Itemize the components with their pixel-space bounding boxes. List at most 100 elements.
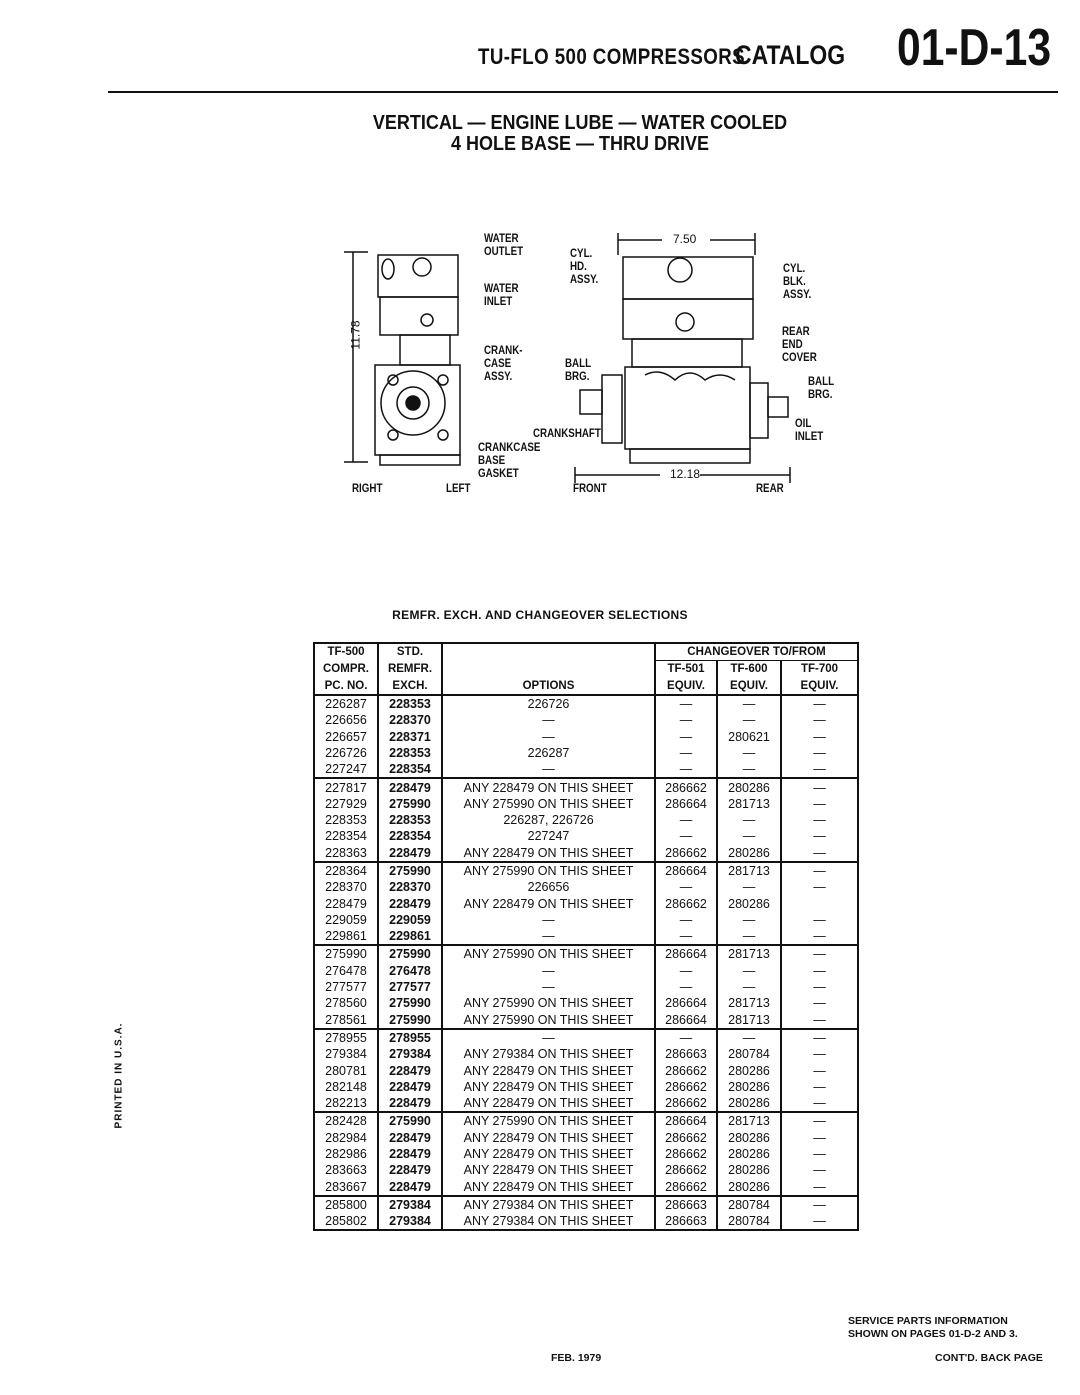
cell-options: — bbox=[441, 962, 656, 979]
cell-tf700-equiv: — bbox=[780, 1095, 859, 1113]
cell-compr-pc-no: 227817 bbox=[313, 777, 379, 796]
cell-tf501-equiv: 286664 bbox=[654, 944, 718, 963]
header-blank bbox=[441, 642, 656, 661]
cell-tf700-equiv: — bbox=[780, 744, 859, 762]
cell-tf501-equiv: — bbox=[654, 1027, 718, 1047]
cell-options: 226726 bbox=[441, 694, 656, 713]
cell-options: ANY 228479 ON THIS SHEET bbox=[441, 1062, 656, 1079]
header-equiv-600: EQUIV. bbox=[716, 677, 782, 696]
cell-options: ANY 228479 ON THIS SHEET bbox=[441, 895, 656, 912]
cell-tf600-equiv: 280286 bbox=[716, 1178, 782, 1196]
cell-tf501-equiv: 286662 bbox=[654, 1078, 718, 1096]
cell-options: — bbox=[441, 1027, 656, 1047]
cell-tf501-equiv: 286662 bbox=[654, 1178, 718, 1196]
cell-tf700-equiv: — bbox=[780, 860, 859, 880]
cell-tf700-equiv: — bbox=[780, 761, 859, 779]
cell-compr-pc-no: 228370 bbox=[313, 879, 379, 896]
front-view-drawing bbox=[574, 233, 791, 483]
cell-tf501-equiv: 286662 bbox=[654, 1129, 718, 1146]
label-crankshaft: CRANKSHAFT bbox=[533, 428, 601, 440]
cell-tf700-equiv: — bbox=[780, 1011, 859, 1029]
cell-compr-pc-no: 282148 bbox=[313, 1078, 379, 1096]
cell-tf700-equiv: — bbox=[780, 712, 859, 729]
subtitle-line-2: 4 HOLE BASE — THRU DRIVE bbox=[450, 133, 710, 155]
cell-tf600-equiv: — bbox=[716, 1027, 782, 1047]
cell-compr-pc-no: 226657 bbox=[313, 728, 379, 745]
catalog-number: 01-D-13 bbox=[897, 19, 1052, 77]
cell-remfr-exch: 275990 bbox=[377, 1011, 443, 1029]
label-right: RIGHT bbox=[352, 483, 383, 495]
cell-compr-pc-no: 283663 bbox=[313, 1162, 379, 1179]
header-tf500: TF-500 bbox=[313, 642, 379, 661]
cell-compr-pc-no: 228364 bbox=[313, 860, 379, 880]
cell-tf700-equiv: — bbox=[780, 1078, 859, 1096]
cell-tf700-equiv: — bbox=[780, 995, 859, 1012]
cell-tf501-equiv: 286664 bbox=[654, 860, 718, 880]
cell-compr-pc-no: 227929 bbox=[313, 795, 379, 812]
cell-tf600-equiv: 280286 bbox=[716, 895, 782, 912]
cell-compr-pc-no: 282213 bbox=[313, 1095, 379, 1113]
cell-tf600-equiv: — bbox=[716, 712, 782, 729]
subtitle-line-1: VERTICAL — ENGINE LUBE — WATER COOLED bbox=[372, 112, 788, 134]
label-water-inlet: WATER INLET bbox=[484, 283, 519, 308]
footer-date: FEB. 1979 bbox=[551, 1352, 602, 1364]
cell-remfr-exch: 228479 bbox=[377, 844, 443, 862]
cell-tf501-equiv: 286663 bbox=[654, 1194, 718, 1214]
header-tf501: TF-501 bbox=[654, 660, 718, 678]
cell-remfr-exch: 228479 bbox=[377, 1062, 443, 1079]
cell-tf700-equiv: — bbox=[780, 978, 859, 996]
header-tf700: TF-700 bbox=[780, 660, 859, 678]
cell-tf501-equiv: — bbox=[654, 879, 718, 896]
cell-compr-pc-no: 282986 bbox=[313, 1145, 379, 1163]
height-dimension: 11.78 bbox=[348, 320, 363, 350]
label-crankcase-base-gasket: CRANKCASE BASE GASKET bbox=[478, 442, 541, 480]
header-blank bbox=[441, 660, 656, 678]
cell-remfr-exch: 228479 bbox=[377, 1178, 443, 1196]
cell-tf600-equiv: 280286 bbox=[716, 1062, 782, 1079]
cell-tf501-equiv: — bbox=[654, 744, 718, 762]
cell-tf600-equiv: — bbox=[716, 761, 782, 779]
cell-remfr-exch: 275990 bbox=[377, 944, 443, 963]
header-equiv-700: EQUIV. bbox=[780, 677, 859, 696]
cell-tf600-equiv: 281713 bbox=[716, 860, 782, 880]
cell-tf700-equiv: — bbox=[780, 1062, 859, 1079]
cell-remfr-exch: 228479 bbox=[377, 1162, 443, 1179]
cell-tf501-equiv: 286662 bbox=[654, 895, 718, 912]
cell-tf501-equiv: 286662 bbox=[654, 1162, 718, 1179]
cell-options: ANY 275990 ON THIS SHEET bbox=[441, 1111, 656, 1130]
cell-tf501-equiv: — bbox=[654, 712, 718, 729]
cell-remfr-exch: 279384 bbox=[377, 1213, 443, 1232]
footer-contd: CONT'D. BACK PAGE bbox=[935, 1352, 1043, 1364]
cell-tf700-equiv: — bbox=[780, 728, 859, 745]
cell-tf501-equiv: 286662 bbox=[654, 1062, 718, 1079]
cell-tf700-equiv: — bbox=[780, 944, 859, 963]
cell-tf501-equiv: 286662 bbox=[654, 1145, 718, 1163]
cell-tf600-equiv: — bbox=[716, 879, 782, 896]
label-ball-brg-rear: BALL BRG. bbox=[808, 376, 834, 401]
cell-compr-pc-no: 280781 bbox=[313, 1062, 379, 1079]
catalog-label: CATALOG bbox=[735, 40, 846, 70]
cell-compr-pc-no: 226656 bbox=[313, 712, 379, 729]
cell-compr-pc-no: 277577 bbox=[313, 978, 379, 996]
cell-compr-pc-no: 229059 bbox=[313, 911, 379, 929]
cell-tf600-equiv: 280784 bbox=[716, 1046, 782, 1063]
label-cyl-blk-assy: CYL. BLK. ASSY. bbox=[783, 263, 812, 301]
cell-compr-pc-no: 228354 bbox=[313, 828, 379, 845]
cell-options: ANY 275990 ON THIS SHEET bbox=[441, 795, 656, 812]
cell-tf600-equiv: 280286 bbox=[716, 1095, 782, 1113]
cell-remfr-exch: 228354 bbox=[377, 828, 443, 845]
cell-tf600-equiv: 281713 bbox=[716, 795, 782, 812]
cell-tf501-equiv: 286663 bbox=[654, 1046, 718, 1063]
cell-remfr-exch: 275990 bbox=[377, 795, 443, 812]
cell-remfr-exch: 228353 bbox=[377, 694, 443, 713]
